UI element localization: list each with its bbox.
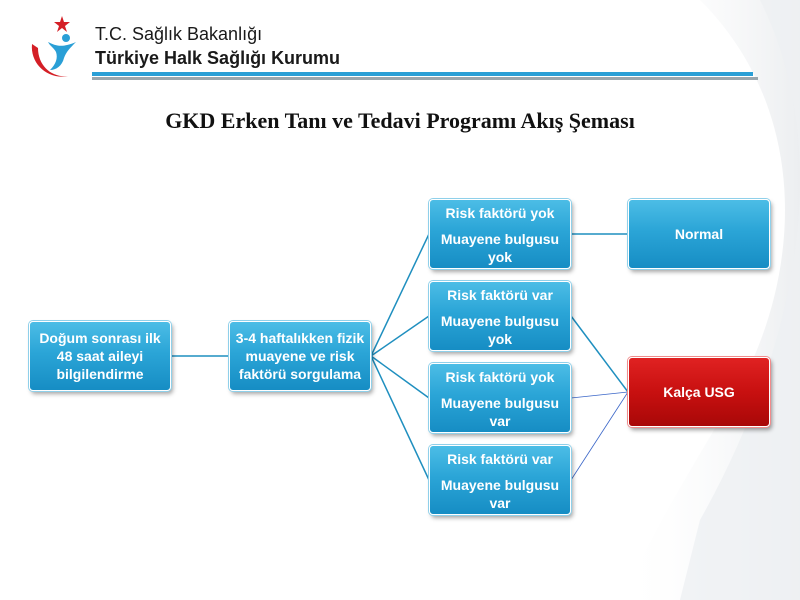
branch-node-3: Risk faktörü yok Muayene bulgusu var (429, 363, 571, 433)
branch-2-risk: Risk faktörü var (447, 287, 553, 303)
branch-4-risk: Risk faktörü var (447, 451, 553, 467)
connector-exam-branch4 (370, 355, 430, 481)
branch-1-risk: Risk faktörü yok (445, 205, 555, 221)
branch-3-risk: Risk faktörü yok (445, 369, 555, 385)
connector-branch2-usg (570, 315, 629, 393)
outcome-usg-label: Kalça USG (663, 384, 735, 400)
connector-branch3-usg (570, 391, 629, 399)
connector-exam-branch2 (370, 315, 430, 357)
outcome-normal-label: Normal (674, 226, 724, 242)
branch-2-finding: Muayene bulgusu yok (440, 313, 560, 347)
connector-branch4-usg (570, 391, 629, 481)
institution-name: Türkiye Halk Sağlığı Kurumu (95, 48, 341, 68)
header-divider (92, 72, 753, 76)
exam-node-label: 3-4 haftalıkken fizik muayene ve risk fa… (235, 330, 365, 382)
branch-1-finding: Muayene bulgusu yok (440, 231, 560, 265)
branch-3-finding: Muayene bulgusu var (440, 395, 560, 429)
exam-node: 3-4 haftalıkken fizik muayene ve risk fa… (229, 321, 371, 391)
connector-exam-branch1 (370, 233, 430, 357)
outcome-usg-node: Kalça USG (628, 357, 770, 427)
branch-node-4: Risk faktörü var Muayene bulgusu var (429, 445, 571, 515)
start-node: Doğum sonrası ilk 48 saat aileyi bilgile… (29, 321, 171, 391)
ministry-logo-icon (31, 16, 76, 77)
branch-node-1: Risk faktörü yok Muayene bulgusu yok (429, 199, 571, 269)
branch-4-finding: Muayene bulgusu var (440, 477, 560, 511)
outcome-normal-node: Normal (628, 199, 770, 269)
header-divider-shadow (92, 77, 758, 80)
page-title: GKD Erken Tanı ve Tedavi Programı Akış Ş… (165, 108, 635, 133)
start-node-label: Doğum sonrası ilk 48 saat aileyi bilgile… (39, 330, 161, 382)
connector-exam-branch3 (370, 355, 430, 399)
branch-node-2: Risk faktörü var Muayene bulgusu yok (429, 281, 571, 351)
ministry-name: T.C. Sağlık Bakanlığı (95, 24, 263, 44)
